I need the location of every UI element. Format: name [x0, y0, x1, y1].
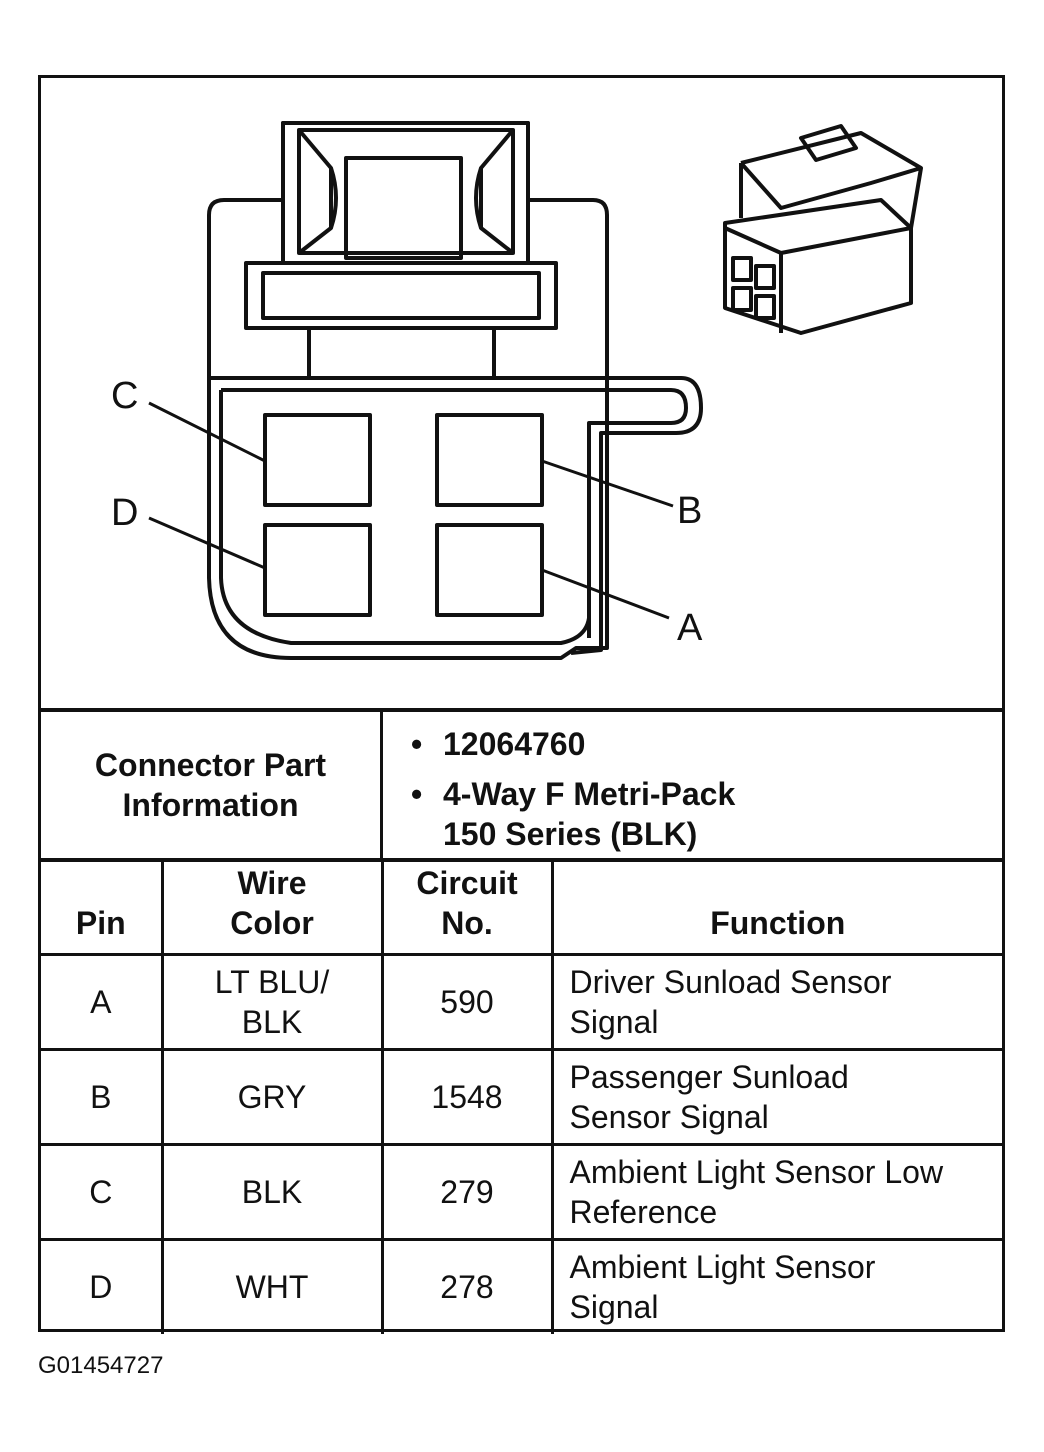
bullet-icon: • — [411, 776, 423, 812]
connector-diagram: C B D A — [111, 121, 923, 660]
cell-circuit: 1548 — [380, 1047, 554, 1146]
header-pin: Pin — [41, 858, 164, 956]
part-info-values: • 12064760 • 4-Way F Metri-Pack 150 Seri… — [383, 712, 1002, 858]
connector-face-inner — [221, 388, 688, 638]
latch-left-wing — [297, 128, 333, 255]
cell-wire-color: GRY — [160, 1047, 384, 1146]
cavity-a — [435, 523, 544, 617]
cell-wire-color: LT BLU/BLK — [160, 952, 384, 1051]
leader-a — [541, 568, 670, 620]
bullet-icon: • — [411, 726, 423, 762]
connector-face — [211, 376, 703, 655]
latch-right-lens — [474, 167, 483, 229]
pin-label-d: D — [111, 492, 138, 534]
connector-lower-curve — [219, 390, 591, 645]
cell-circuit: 279 — [380, 1142, 554, 1241]
part-description-line2: 150 Series (BLK) — [443, 816, 698, 852]
latch-center-slot — [344, 156, 463, 260]
connector-part-info: Connector Part Information • 12064760 • … — [41, 708, 1002, 858]
pin-label-b: B — [677, 490, 702, 532]
cell-circuit: 590 — [380, 952, 554, 1051]
leader-d — [148, 516, 266, 570]
latch-left-lens — [329, 167, 338, 229]
cavity-d — [263, 523, 372, 617]
cavity-b — [435, 413, 544, 507]
part-description-item: • 4-Way F Metri-Pack 150 Series (BLK) — [411, 774, 736, 854]
part-number-item: • 12064760 — [411, 724, 586, 764]
part-info-label: Connector Part Information — [41, 712, 383, 858]
part-info-label-line1: Connector Part — [94, 747, 327, 783]
cell-pin: C — [41, 1142, 164, 1241]
figure-id: G01454727 — [38, 1352, 164, 1379]
cell-wire-color: WHT — [160, 1237, 384, 1334]
latch-outer — [281, 121, 530, 265]
cell-pin: B — [41, 1047, 164, 1146]
cell-pin: D — [41, 1237, 164, 1334]
latch-shoulder-inner — [261, 271, 541, 320]
cell-pin: A — [41, 952, 164, 1051]
cell-wire-color: BLK — [160, 1142, 384, 1241]
leader-b — [541, 459, 674, 508]
cell-circuit: 278 — [380, 1237, 554, 1334]
header-function: Function — [550, 858, 1002, 956]
connector-neck — [307, 326, 496, 380]
latch-right-wing — [479, 128, 515, 255]
leader-c — [148, 401, 266, 463]
connector-housing — [207, 121, 609, 660]
pin-label-c: C — [111, 375, 138, 417]
connector-isometric-view — [723, 124, 923, 335]
part-description-line1: 4-Way F Metri-Pack — [443, 776, 736, 812]
part-info-label-line2: Information — [122, 787, 299, 823]
connector-sheet: C B D A Connector Part Information — [38, 75, 1005, 1334]
part-number: 12064760 — [443, 726, 586, 762]
pin-label-a: A — [677, 607, 703, 649]
cavity-c — [263, 413, 372, 507]
